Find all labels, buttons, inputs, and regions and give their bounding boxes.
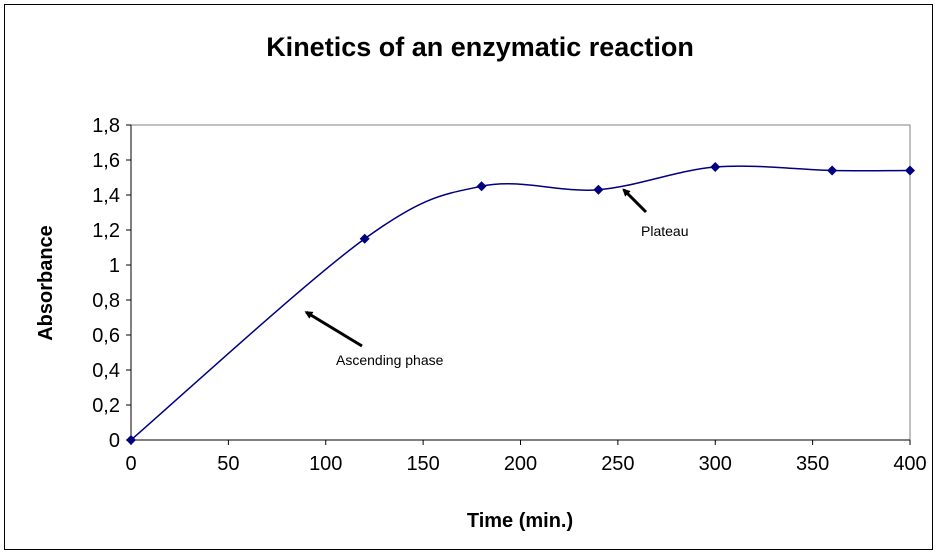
data-point-marker: [126, 435, 136, 445]
x-tick-label: 350: [796, 453, 829, 475]
data-point-marker: [905, 165, 915, 176]
x-tick-label: 400: [893, 453, 926, 475]
x-tick-label: 250: [601, 453, 634, 475]
x-tick-label: 300: [699, 453, 732, 475]
annotation-label: Ascending phase: [336, 352, 444, 368]
x-tick-label: 200: [504, 453, 537, 475]
x-tick-label: 150: [406, 453, 439, 475]
x-tick-label: 50: [217, 453, 239, 475]
data-point-marker: [827, 165, 838, 176]
y-tick-label: 0,6: [92, 325, 120, 347]
y-tick-label: 0: [109, 430, 120, 452]
x-tick-label: 100: [309, 453, 342, 475]
data-point-marker: [359, 233, 370, 244]
y-tick-label: 1,6: [92, 150, 120, 172]
y-tick-label: 1,8: [92, 115, 120, 137]
y-tick-label: 0,2: [92, 395, 120, 417]
y-tick-label: 1: [109, 255, 120, 277]
data-point-marker: [593, 184, 604, 195]
y-tick-label: 1,2: [92, 220, 120, 242]
chart-title: Kinetics of an enzymatic reaction: [266, 32, 694, 62]
data-point-marker: [476, 181, 487, 192]
x-tick-label: 0: [125, 453, 136, 475]
series-line: [130, 165, 911, 441]
y-tick-label: 0,4: [92, 360, 120, 382]
annotation-label: Plateau: [641, 223, 688, 239]
y-tick-label: 0,8: [92, 290, 120, 312]
y-tick-label: 1,4: [92, 185, 120, 207]
x-axis-label: Time (min.): [467, 510, 573, 532]
data-point-marker: [710, 162, 721, 172]
y-axis-label: Absorbance: [35, 225, 57, 341]
annotation-arrow: [304, 310, 363, 348]
annotation-arrow: [622, 188, 648, 214]
plot-area: [130, 124, 911, 441]
